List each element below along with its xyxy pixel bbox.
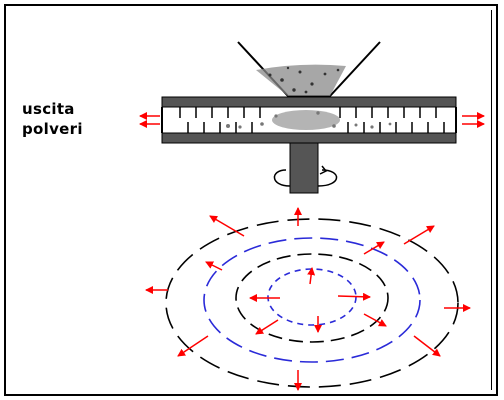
ring-black-middle	[235, 253, 389, 343]
shaft	[273, 142, 338, 194]
outer-ring	[165, 218, 459, 388]
drum	[161, 96, 457, 144]
radial-arrows	[145, 207, 471, 391]
powder-in-drum	[226, 110, 392, 130]
dispersion-rings	[165, 218, 459, 388]
sieve-teeth	[179, 107, 445, 133]
ring-blue-outer	[203, 237, 421, 363]
ring-blue-inner	[267, 268, 357, 326]
exit-arrows	[139, 112, 485, 128]
top-plate	[161, 96, 457, 108]
inner-frame	[12, 10, 492, 390]
diagram-frame	[4, 4, 498, 396]
label-uscita: uscita	[22, 100, 75, 118]
hopper	[237, 41, 381, 97]
bottom-plate	[161, 132, 457, 144]
label-polveri: polveri	[22, 120, 83, 138]
powder-grains	[268, 66, 340, 94]
rotation-icon	[273, 169, 291, 187]
